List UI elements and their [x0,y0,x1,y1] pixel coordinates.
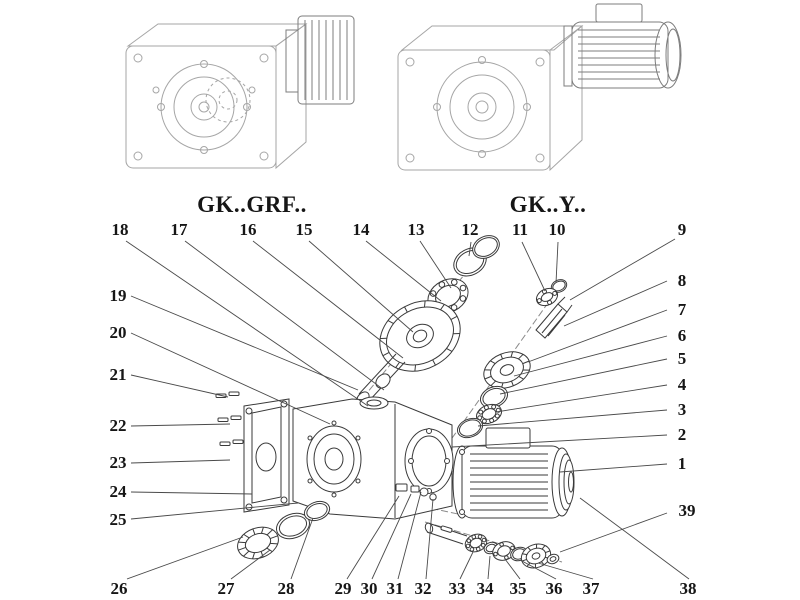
callout-number-28: 28 [278,579,295,598]
output-gear-wheel [379,300,461,372]
callout-number-38: 38 [680,579,697,598]
callout-number-17: 17 [171,220,189,239]
variant-label-y: GK..Y.. [510,192,587,217]
callout-number-10: 10 [549,220,566,239]
callout-number-27: 27 [218,579,236,598]
callout-number-22: 22 [110,416,127,435]
shim-ring [472,235,500,259]
callout-number-19: 19 [110,286,127,305]
shim-ring-lower [276,512,310,540]
callout-number-8: 8 [678,271,687,290]
variant-label-grf: GK..GRF.. [197,192,307,217]
gear-housing [292,396,454,520]
callout-number-9: 9 [678,220,687,239]
callout-number-26: 26 [111,579,128,598]
callout-number-12: 12 [462,220,479,239]
callout-number-32: 32 [415,579,432,598]
assembly-illustration-grf [125,15,355,170]
callout-number-25: 25 [110,510,127,529]
callout-number-33: 33 [449,579,466,598]
mounting-flange-plate [243,398,290,513]
input-pinion-stack [535,279,573,339]
spacer-ring [479,385,509,409]
seal-ring [456,417,484,439]
callout-number-5: 5 [678,349,687,368]
callout-number-20: 20 [110,323,127,342]
callout-number-3: 3 [678,400,687,419]
callout-number-30: 30 [361,579,378,598]
callout-number-14: 14 [353,220,371,239]
bevel-gear [483,351,531,389]
oil-seal-ring [303,500,331,522]
callout-numbers: 18 17 16 15 14 13 12 11 10 9 19 20 21 22… [110,220,697,598]
leader-lines [125,238,690,580]
callout-number-15: 15 [296,220,313,239]
callout-number-2: 2 [678,425,687,444]
callout-number-39: 39 [679,501,696,520]
callout-number-34: 34 [477,579,495,598]
flange-bolts [215,391,244,446]
callout-number-13: 13 [408,220,425,239]
callout-number-37: 37 [583,579,601,598]
callout-number-7: 7 [678,300,687,319]
callout-number-11: 11 [512,220,528,239]
callout-number-29: 29 [335,579,352,598]
ball-bearing-lower [475,403,503,425]
fasteners-and-key [395,483,437,501]
roller-bearing-ring [237,526,279,560]
callout-number-31: 31 [387,579,404,598]
callout-number-6: 6 [678,326,687,345]
callout-number-36: 36 [546,579,563,598]
assembly-illustration-y [397,3,682,172]
callout-number-4: 4 [678,375,687,394]
exploded-view [215,235,575,569]
callout-number-1: 1 [678,454,687,473]
motor-sketch [563,3,682,89]
callout-number-21: 21 [110,365,127,384]
callout-number-23: 23 [110,453,127,472]
input-adapter-sketch [285,15,355,105]
callout-number-35: 35 [510,579,527,598]
callout-number-24: 24 [110,482,128,501]
output-shaft-assembly [424,521,563,569]
callout-number-18: 18 [112,220,129,239]
callout-number-16: 16 [240,220,257,239]
